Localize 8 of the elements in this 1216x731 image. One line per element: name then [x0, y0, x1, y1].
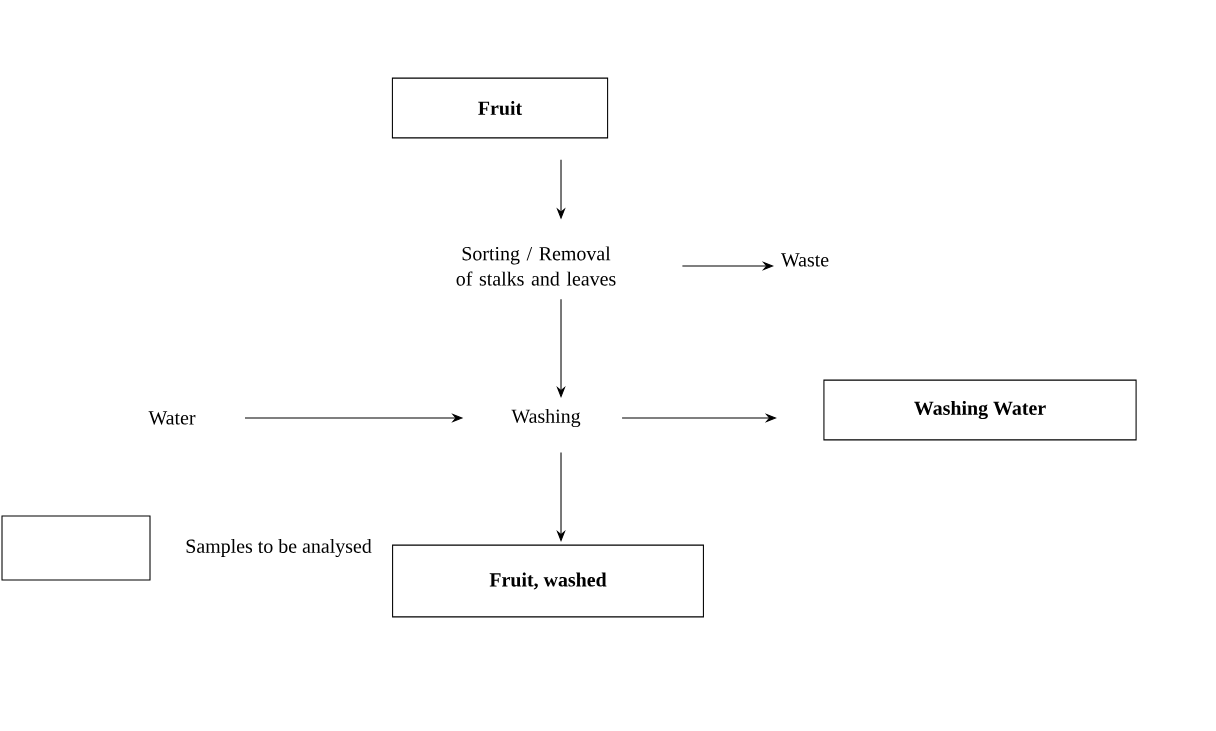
sample-box: Washing Water — [823, 379, 1137, 441]
sample-box: Fruit — [391, 77, 609, 139]
legend-label: Samples to be analysed — [186, 538, 372, 558]
step-label: Water — [148, 411, 196, 425]
step-label: Waste — [780, 253, 829, 267]
step-label: Washing — [511, 408, 581, 428]
step-label: Sorting / Removal of stalks and leaves — [456, 246, 616, 286]
sample-box: Fruit, washed — [392, 544, 704, 618]
